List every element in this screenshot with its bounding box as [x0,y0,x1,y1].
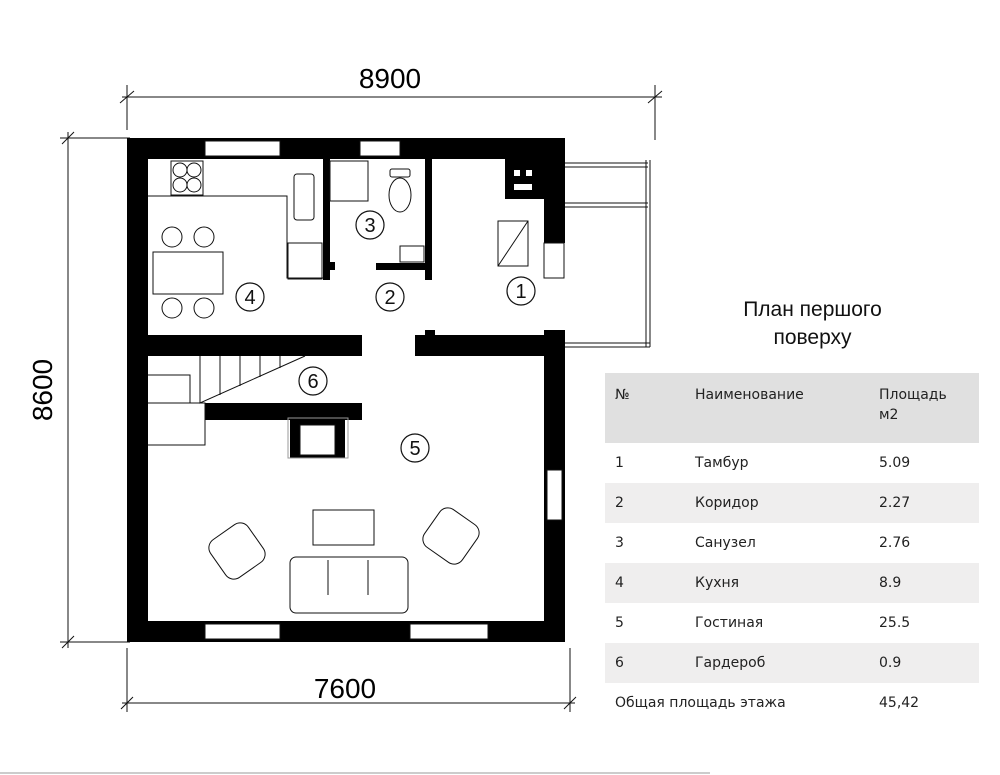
bottom-divider [0,772,710,774]
dimension-bottom: 7600 [314,673,376,704]
room-label-6: 6 [307,371,318,393]
room-label-2: 2 [384,287,395,309]
walls [127,138,565,642]
plan-title: План першого поверху [700,296,925,352]
header-num: № [605,373,685,443]
furniture [148,160,529,614]
dimension-lines [60,85,663,712]
dimension-left: 8600 [27,359,58,421]
room-label-1: 1 [515,281,526,303]
windows [204,140,565,640]
plan-title-line2: поверху [773,326,852,349]
header-name: Наименование [685,373,869,443]
room-label-3: 3 [364,215,375,237]
dimension-top: 8900 [359,63,421,94]
plan-title-line1: План першого [743,298,882,321]
terrace [565,160,651,348]
room-label-5: 5 [409,438,420,460]
room-label-4: 4 [244,287,255,309]
